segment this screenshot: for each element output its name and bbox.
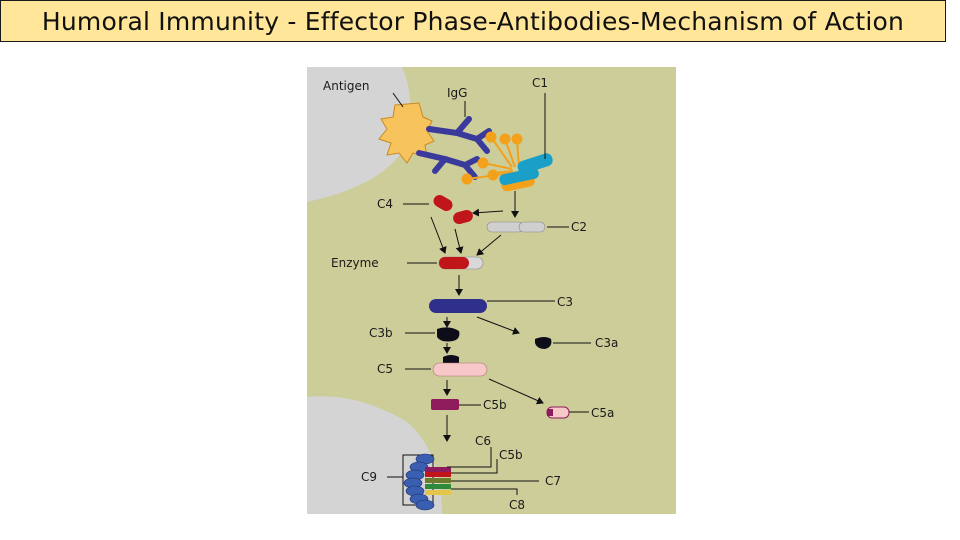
mac-leaders xyxy=(387,447,539,495)
label-enzyme: Enzyme xyxy=(331,256,379,270)
label-c5a: C5a xyxy=(591,406,614,420)
label-c3b: C3b xyxy=(369,326,393,340)
label-igg: IgG xyxy=(447,86,467,100)
c1-complex xyxy=(461,131,553,192)
c4-molecule xyxy=(433,195,473,225)
c5-molecule xyxy=(432,362,488,377)
membrane-attack-complex xyxy=(402,453,451,511)
antigen-shape xyxy=(378,102,435,164)
slide-title-bar: Humoral Immunity - Effector Phase-Antibo… xyxy=(0,0,946,42)
label-c7: C7 xyxy=(545,474,561,488)
label-antigen: Antigen xyxy=(323,79,369,93)
c2-molecule xyxy=(486,221,546,233)
label-c6: C6 xyxy=(475,434,491,448)
label-c3a: C3a xyxy=(595,336,618,350)
label-c5b-complex: C5b xyxy=(499,448,523,462)
cascade-arrows-upper xyxy=(430,191,519,256)
enzyme-complex xyxy=(438,256,484,270)
c3a-molecule xyxy=(535,337,552,349)
diagram-svg: Antigen IgG C1 C4 C2 Enzyme C3 C3b C3a C… xyxy=(307,67,676,514)
c3b-molecule xyxy=(437,327,460,342)
c5-c3b-cap xyxy=(443,355,459,363)
label-c4: C4 xyxy=(377,197,393,211)
antigen-cell xyxy=(307,67,411,202)
label-c2: C2 xyxy=(571,220,587,234)
slide-title: Humoral Immunity - Effector Phase-Antibo… xyxy=(41,6,905,36)
label-c5b: C5b xyxy=(483,398,507,412)
label-c9: C9 xyxy=(361,470,377,484)
label-c3: C3 xyxy=(557,295,573,309)
c5b-molecule xyxy=(431,399,459,410)
label-c8: C8 xyxy=(509,498,525,512)
arrow-c5-c5a xyxy=(488,378,544,405)
igg-antibody-lower xyxy=(416,150,480,180)
label-c1: C1 xyxy=(532,76,548,90)
igg-antibody-upper xyxy=(426,116,492,154)
antigen-leader xyxy=(392,92,404,108)
label-c5: C5 xyxy=(377,362,393,376)
c5a-molecule xyxy=(546,406,570,419)
c3-molecule xyxy=(429,299,487,313)
complement-cascade-diagram: Antigen IgG C1 C4 C2 Enzyme C3 C3b C3a C… xyxy=(307,67,676,514)
arrow-c3-c3a xyxy=(476,316,520,335)
